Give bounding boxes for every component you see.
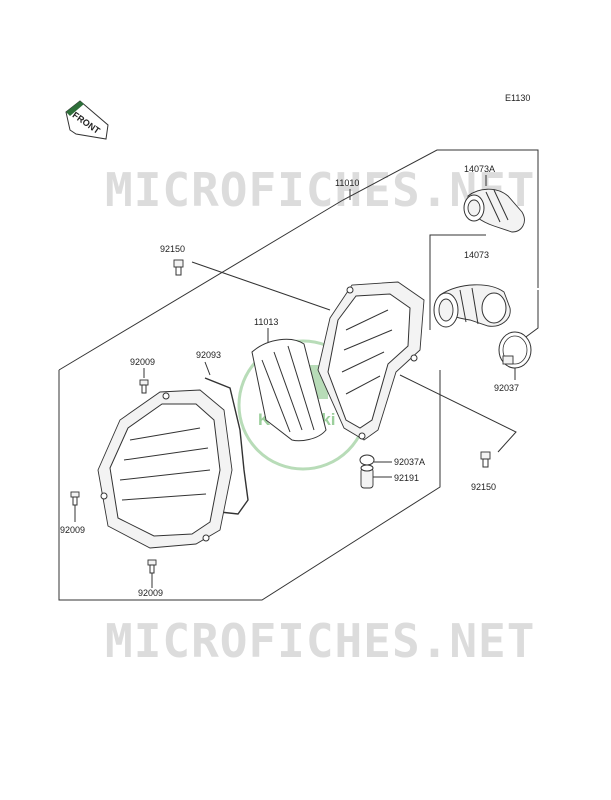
label-14073: 14073 xyxy=(464,250,489,260)
bolt-92150-right xyxy=(480,451,491,468)
label-11013: 11013 xyxy=(254,317,278,327)
elbow-duct-14073A xyxy=(463,188,525,233)
clamp-92037 xyxy=(498,331,532,369)
label-92150-top: 92150 xyxy=(160,244,185,254)
leader-92093 xyxy=(204,361,211,376)
leader-92150-top xyxy=(191,261,331,311)
label-92009-bottom: 92009 xyxy=(138,588,163,598)
air-cleaner-cover xyxy=(97,389,233,549)
watermark-bottom: MICROFICHES.NET xyxy=(105,614,535,668)
watermark-top: MICROFICHES.NET xyxy=(105,163,535,217)
bolt-92150-top xyxy=(173,259,184,276)
label-92037A: 92037A xyxy=(394,457,425,467)
label-92037: 92037 xyxy=(494,383,519,393)
clamp-92037A xyxy=(359,454,375,466)
label-92093: 92093 xyxy=(196,350,221,360)
label-92009-left: 92009 xyxy=(60,525,85,535)
leader-14073 xyxy=(429,234,486,330)
label-92191: 92191 xyxy=(394,473,419,483)
leader-92150-right xyxy=(399,374,517,453)
screw-92009-top xyxy=(139,379,149,394)
assembly-outline-top xyxy=(58,149,539,371)
front-arrow-icon: FRONT xyxy=(65,100,109,140)
assembly-outline xyxy=(58,370,441,601)
label-11010: 11010 xyxy=(335,178,359,188)
label-92009-top: 92009 xyxy=(130,357,155,367)
screw-92009-bottom xyxy=(147,559,157,574)
intake-boot-14073 xyxy=(433,284,511,328)
air-cleaner-case-11010 xyxy=(317,281,425,441)
diagram-code: E1130 xyxy=(505,93,530,103)
filter-element-11013 xyxy=(251,338,327,442)
drain-tube-92191 xyxy=(360,464,374,489)
label-14073A: 14073A xyxy=(464,164,495,174)
label-92150-right: 92150 xyxy=(471,482,496,492)
gasket-92093 xyxy=(204,377,249,515)
screw-92009-left xyxy=(70,491,80,506)
